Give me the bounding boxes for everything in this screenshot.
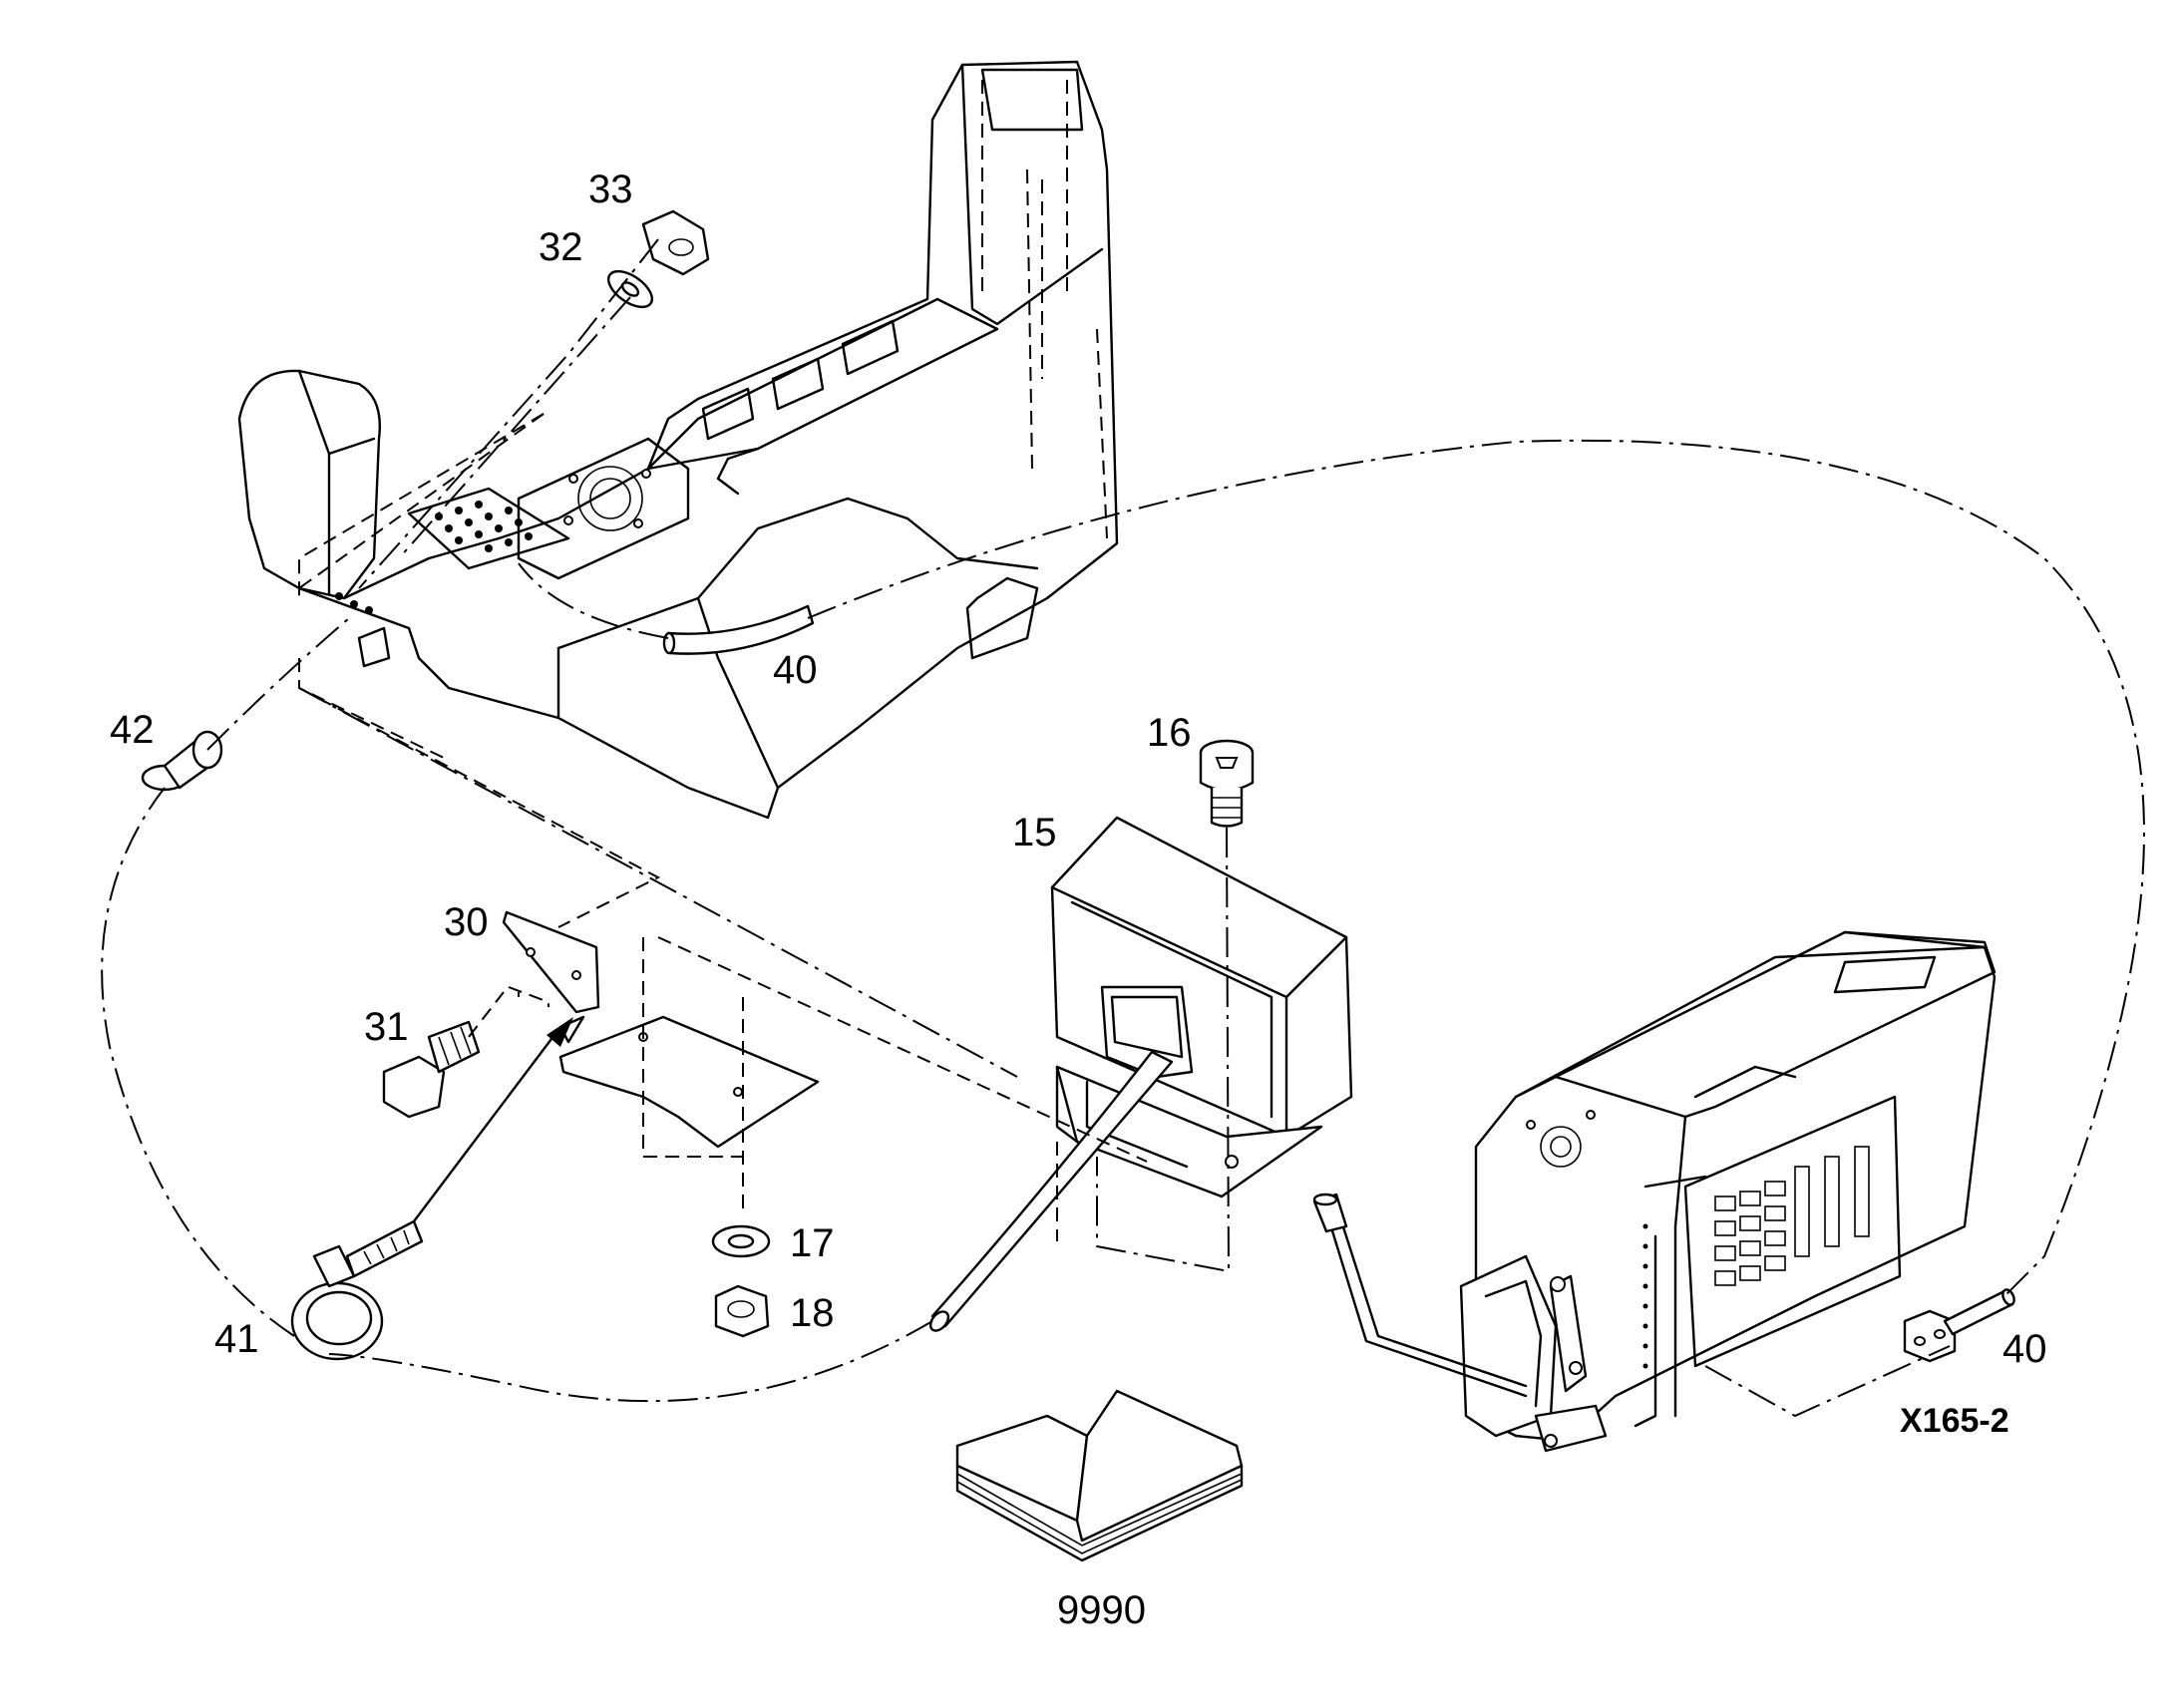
callout-40-top: 40 bbox=[773, 648, 818, 692]
callout-42: 42 bbox=[110, 708, 155, 752]
manual-booklet-icon bbox=[955, 1389, 1244, 1562]
callout-30: 30 bbox=[444, 900, 489, 944]
washer-32 bbox=[607, 269, 653, 309]
nut-33 bbox=[641, 209, 710, 276]
screw-16 bbox=[1199, 739, 1255, 828]
callout-31: 31 bbox=[364, 1005, 409, 1049]
callout-18: 18 bbox=[790, 1291, 835, 1335]
washer-17 bbox=[711, 1224, 771, 1258]
machine-housing-icon bbox=[237, 60, 1119, 820]
callout-33: 33 bbox=[588, 168, 633, 211]
bushing-42 bbox=[141, 730, 223, 792]
callout-17: 17 bbox=[790, 1221, 835, 1265]
electrical-box-icon bbox=[1050, 816, 1353, 1198]
callout-32: 32 bbox=[539, 225, 583, 269]
control-unit-icon bbox=[1312, 930, 1997, 1453]
screw-31 bbox=[382, 1020, 481, 1119]
reference-code: X165-2 bbox=[1900, 1402, 2009, 1440]
callout-16: 16 bbox=[1147, 711, 1192, 755]
leader-lines bbox=[101, 238, 2145, 1418]
cable-tie-41 bbox=[290, 1219, 424, 1361]
callout-15: 15 bbox=[1012, 811, 1057, 854]
callout-40-bottom: 40 bbox=[2002, 1327, 2047, 1371]
cable-15 bbox=[928, 1050, 1174, 1332]
callout-41: 41 bbox=[214, 1317, 259, 1361]
callout-9990: 9990 bbox=[1057, 1588, 1146, 1632]
plate-30 bbox=[502, 910, 820, 1149]
nut-18 bbox=[714, 1284, 770, 1338]
connector-40 bbox=[1903, 1288, 2015, 1363]
